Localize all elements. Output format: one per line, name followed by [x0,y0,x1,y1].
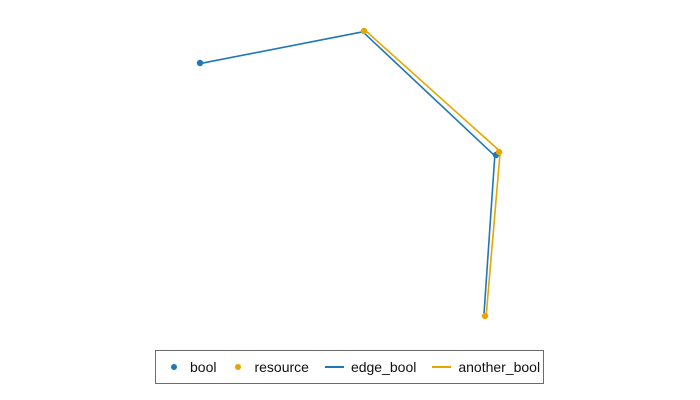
node-resource [495,148,503,156]
node-resource [481,312,489,320]
legend: bool resource edge_bool another_bool [155,350,544,384]
edge-another-bool [485,150,502,317]
legend-entry-edge-bool: edge_bool [324,359,417,375]
legend-label-bool: bool [190,359,217,375]
edge-another-bool [364,29,502,153]
node-layer [196,27,503,320]
node-bool [196,59,204,67]
edge-edge-bool [361,30,496,157]
legend-marker-bool [171,364,177,370]
edge-layer [198,29,502,318]
legend-entry-resource: resource [232,359,309,375]
legend-marker-resource [235,364,242,370]
edge-edge-bool [482,155,496,318]
node-resource [360,27,368,35]
legend-marker-edge-bool [324,366,344,368]
edge-edge-bool [198,30,364,65]
legend-label-resource: resource [254,359,309,375]
legend-entry-bool: bool [168,359,216,375]
legend-marker-another-bool [432,366,452,368]
legend-label-another-bool: another_bool [458,359,541,375]
legend-label-edge-bool: edge_bool [350,359,417,375]
legend-entry-another-bool: another_bool [432,359,540,375]
